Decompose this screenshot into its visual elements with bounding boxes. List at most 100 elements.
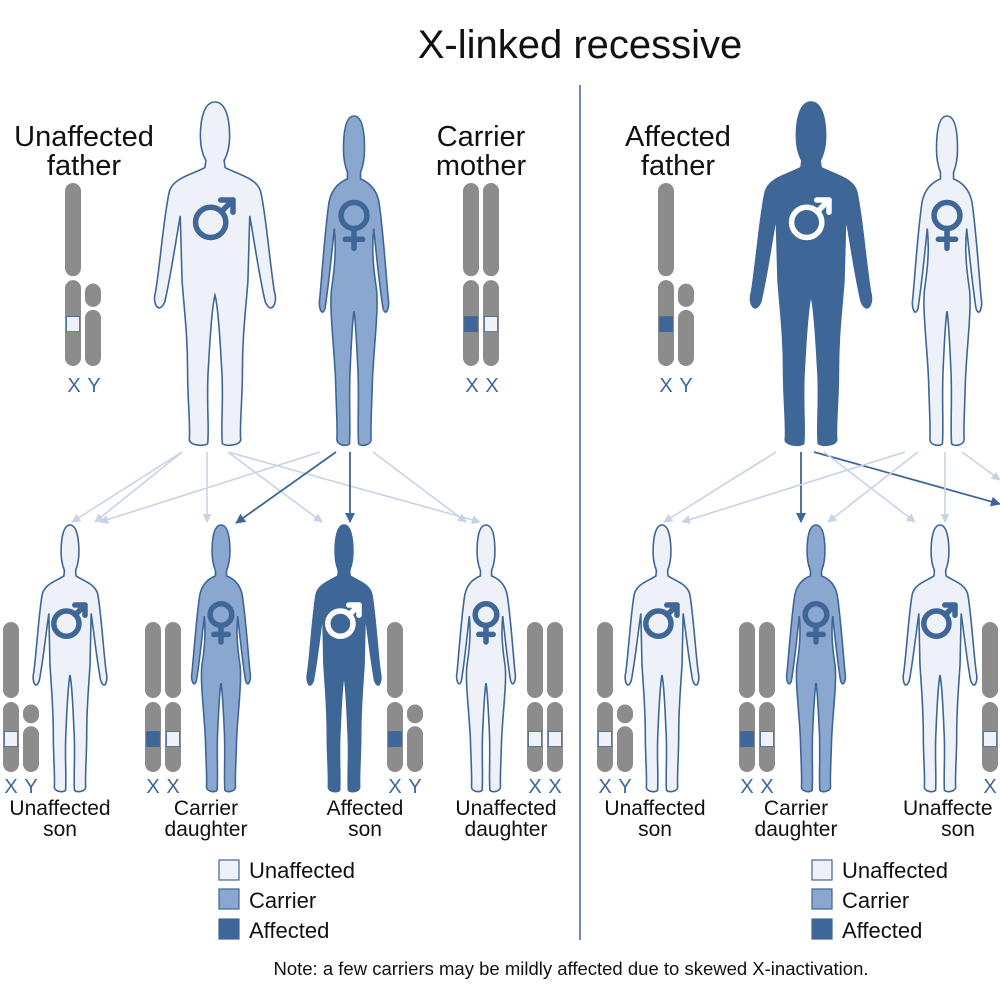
left-child1-label-line1: Unaffected [9,797,110,820]
female-symbol-icon [931,199,963,252]
chromosome-arm [739,622,755,698]
male-symbol-icon [325,602,362,639]
left-child2-label-line1: Carrier [174,797,238,820]
right-child1-chromosomes [597,622,633,772]
right-child2-label-line1: Carrier [764,797,828,820]
right-child1-chrom-letter-1: X [598,776,611,798]
male-body-silhouette [33,525,107,792]
left-mother-chrom-letter-1: X [465,375,478,397]
normal-allele-arrow [663,451,777,523]
normal-allele-arrow [227,451,323,523]
chromosome-arm [3,622,19,698]
gene-locus-band [598,731,612,747]
left-mother-chrom-letter-2: X [485,375,498,397]
gene-locus-band [166,731,180,747]
right-legend-unaffected: Unaffected [842,858,948,883]
right-child2-label-line2: daughter [755,818,838,841]
chromosome-arm [759,622,775,698]
left-child1-label-line2: son [43,818,77,841]
left-father-label-line1: Unaffected [14,121,154,153]
left-child4-label-line1: Unaffected [455,797,556,820]
normal-allele-arrow [823,451,916,523]
gene-locus-band [548,731,562,747]
legend-swatch-unaffected [811,859,833,881]
male-body-silhouette [625,525,699,792]
right-father-label-line2: father [641,150,715,182]
left-child4-chrom-letter-2: X [548,776,561,798]
female-symbol-icon [338,199,370,252]
left-mother-label-line2: mother [436,150,527,182]
left-legend-unaffected: Unaffected [249,858,355,883]
footnote: Note: a few carriers may be mildly affec… [273,958,868,979]
gene-locus-band [464,316,478,332]
left-child1-figure [33,525,107,792]
right-mother-figure [912,116,981,445]
left-child1-chromosomes [3,622,39,772]
right-father-chrom-letter-2: Y [679,375,692,397]
male-symbol-icon [921,602,958,639]
right-child3-chrom-letter-1: X [983,776,996,798]
right-child1-figure [625,525,699,792]
left-father-chrom-letter-1: X [67,375,80,397]
male-symbol-icon [788,197,832,241]
figures-layer [3,102,998,792]
chromosome-arm [547,622,563,698]
left-child3-chrom-letter-1: X [388,776,401,798]
legend-swatch-unaffected [218,859,240,881]
female-body-silhouette [319,116,388,445]
normal-allele-arrow [372,451,467,523]
female-body-silhouette [787,525,846,792]
normal-allele-arrow [71,451,183,523]
female-body-silhouette [912,116,981,445]
y-chromosome-arm [407,704,423,724]
chromosome-arm [65,183,81,277]
left-child1-chrom-letter-2: Y [24,776,37,798]
y-chromosome-arm [617,726,633,772]
gene-locus-band [760,731,774,747]
normal-allele-arrow [94,451,183,523]
chromosome-arm [658,183,674,277]
male-body-silhouette [751,102,872,445]
right-legend: Unaffected Carrier Affected [811,858,948,943]
gene-locus-band [66,316,80,332]
left-child2-figure [192,525,251,792]
left-child3-figure [307,525,381,792]
chromosome-arm [527,622,543,698]
female-body-silhouette [457,525,516,792]
chromosome-arm [483,183,499,277]
right-legend-affected: Affected [842,918,922,943]
y-chromosome-arm [23,726,39,772]
female-symbol-icon [472,601,500,645]
right-child2-chromosomes [739,622,775,772]
right-child3-label-line2: son [941,818,975,841]
left-child2-chrom-letter-1: X [146,776,159,798]
right-father-figure [751,102,872,445]
female-symbol-icon [207,601,235,645]
chromosome-arm [982,622,998,698]
male-symbol-icon [192,197,236,241]
left-child2-chrom-letter-2: X [166,776,179,798]
normal-allele-arrow [681,451,906,524]
left-mother-label-line1: Carrier [437,121,526,153]
left-mother-figure [319,116,388,445]
left-legend: Unaffected Carrier Affected [218,858,355,943]
chromosome-arm [165,622,181,698]
left-child3-label-line1: Affected [327,797,404,820]
y-chromosome-arm [23,704,39,724]
left-child3-chromosomes [387,622,423,772]
y-chromosome-arm [407,726,423,772]
male-body-silhouette [903,525,977,792]
right-child1-label-line1: Unaffected [604,797,705,820]
chromosome-arm [597,622,613,698]
right-father-label-line1: Affected [625,121,731,153]
legend-swatch-affected [218,918,240,940]
female-symbol-icon [802,601,830,645]
left-child4-chrom-letter-1: X [528,776,541,798]
y-chromosome-arm [617,704,633,724]
gene-locus-band [146,731,160,747]
mutant-allele-arrow [813,451,1000,507]
legend-swatch-carrier [218,888,240,910]
male-body-silhouette [155,102,276,445]
y-chromosome-arm [85,309,101,366]
